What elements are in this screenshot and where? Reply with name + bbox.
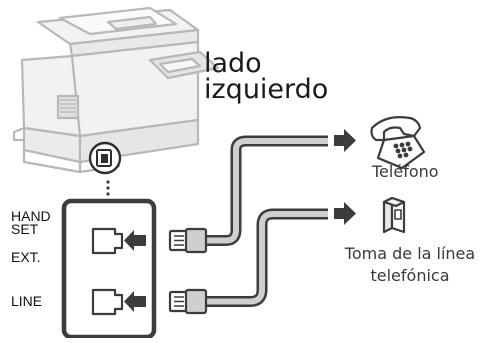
wall-jack-icon <box>382 196 406 234</box>
telephone-cable <box>204 135 328 246</box>
arrow-to-wall-jack <box>334 202 356 225</box>
telephone-icon <box>370 116 426 170</box>
insert-arrow-line <box>124 291 146 312</box>
arrow-to-telephone <box>334 129 356 152</box>
line-label: LINE <box>11 293 43 309</box>
ext-plug <box>168 227 208 254</box>
port-panel <box>61 198 157 340</box>
line-port <box>91 288 124 316</box>
wall-jack-cable <box>204 208 328 307</box>
printer-illustration <box>12 6 220 174</box>
ext-port <box>91 227 124 255</box>
ext-label: EXT. <box>11 249 41 265</box>
handset-label-line1: HAND <box>11 208 51 224</box>
wall-jack-label-line1: Toma de la línea <box>344 244 476 263</box>
wall-jack-label-line2: telefónica <box>370 266 450 285</box>
side-label-line2: izquierdo <box>204 74 329 105</box>
handset-label-line2: SET <box>11 221 39 237</box>
insert-arrow-ext <box>124 230 146 251</box>
line-plug <box>168 288 208 315</box>
telephone-label: Teléfono <box>372 162 439 181</box>
side-label-line1: lado <box>204 48 262 79</box>
printer-jack-callout <box>88 141 122 196</box>
